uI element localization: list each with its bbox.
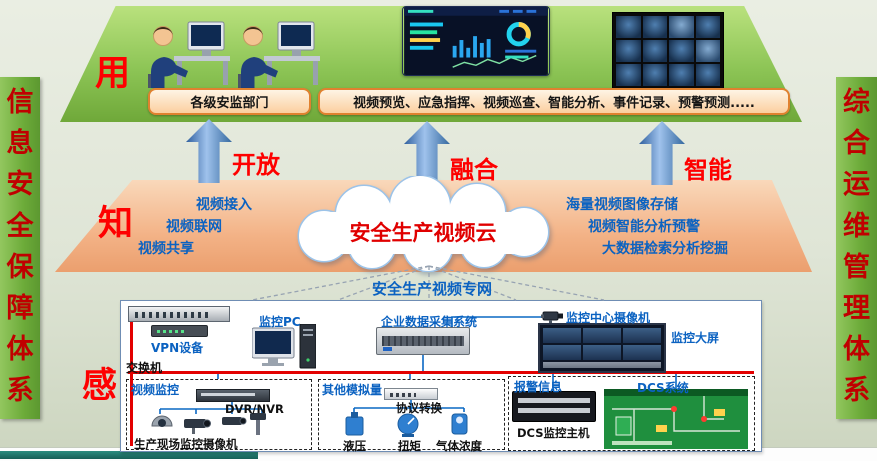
center-camera-icon [541,311,563,323]
hydraulic-label: 液压 [343,439,366,453]
dcs-host-label: DCS监控主机 [517,426,590,440]
dashboard-screen-icon [402,6,550,76]
layer-label-use: 用 [95,54,131,94]
operators-clipart-icon [147,21,321,89]
desktop-pc-icon [252,324,316,369]
vpn-device-icon [151,325,208,337]
torque-label: 扭矩 [398,439,421,453]
switch-icon [128,306,230,322]
alarm-info-label: 报警信息 [514,380,563,394]
site-cameras-label: 生产现场监控摄像机 [134,437,238,451]
departments-box: 各级安监部门 [148,88,311,115]
sensor-icons [345,412,468,437]
video-wall-icon [612,12,724,90]
feature-mass-storage: 海量视频图像存储 [566,197,678,213]
dcs-screen-icon [604,389,748,449]
data-collection-server-icon [376,327,470,355]
cloud-icon [297,176,550,272]
feature-video-network: 视频联网 [166,219,222,235]
monitor-pc-label: 监控PC [259,315,301,329]
functions-box-label: 视频预览、应急指挥、视频巡查、智能分析、事件记录、预警预测..... [353,96,755,111]
big-screen-desks [543,362,661,368]
up-arrow-icon-open [186,119,232,183]
up-arrow-icon-smart [639,121,685,185]
big-screen-icon [538,323,666,373]
gas-sensor-icon [451,413,468,435]
feature-smart-analysis: 视频智能分析预警 [588,219,700,235]
right-system-bar: 综合运维管理体系 [836,77,877,419]
gas-label: 气体浓度 [436,439,482,453]
analog-group-title: 其他模拟量 [322,383,383,397]
layer-label-know: 知 [98,204,134,244]
feature-video-access: 视频接入 [196,197,252,213]
big-screen-grid [543,328,661,360]
cloud-title: 安全生产视频云 [349,221,497,245]
video-group-title: 视频监控 [131,383,180,397]
dvr-label: DVR/NVR [225,402,284,416]
hydraulic-sensor-icon [345,412,364,436]
departments-box-label: 各级安监部门 [190,96,269,111]
data-collection-label: 企业数据采集系统 [381,315,478,329]
site-cameras-icon [151,413,266,435]
arrow-label-smart: 智能 [684,156,732,184]
big-screen-label: 监控大屏 [671,331,720,345]
dvr-nvr-icon [196,389,270,402]
private-network-label: 安全生产视频专网 [371,280,492,298]
layer-label-sense: 感 [82,366,118,406]
protocol-converter-icon [384,388,438,400]
right-system-bar-label: 综合运维管理体系 [843,87,870,407]
switch-label: 交换机 [126,361,163,375]
left-system-bar-label: 信息安全保障体系 [6,87,34,407]
feature-bigdata-mining: 大数据检索分析挖掘 [602,241,728,257]
dashboard-graphics [404,7,548,75]
feature-video-share: 视频共享 [138,241,194,257]
functions-box: 视频预览、应急指挥、视频巡查、智能分析、事件记录、预警预测..... [318,88,790,115]
torque-sensor-icon [397,413,419,437]
arrow-label-open: 开放 [232,151,280,179]
dcs-system-label: DCS系统 [637,381,689,395]
dcs-host-icon [512,391,596,422]
arrow-label-fusion: 融合 [450,156,498,184]
protocol-label: 协议转换 [396,401,442,415]
vpn-label: VPN设备 [151,341,204,355]
left-system-bar: 信息安全保障体系 [0,77,40,419]
footer-accent-bar [0,451,258,459]
center-camera-label: 监控中心摄像机 [566,311,651,325]
